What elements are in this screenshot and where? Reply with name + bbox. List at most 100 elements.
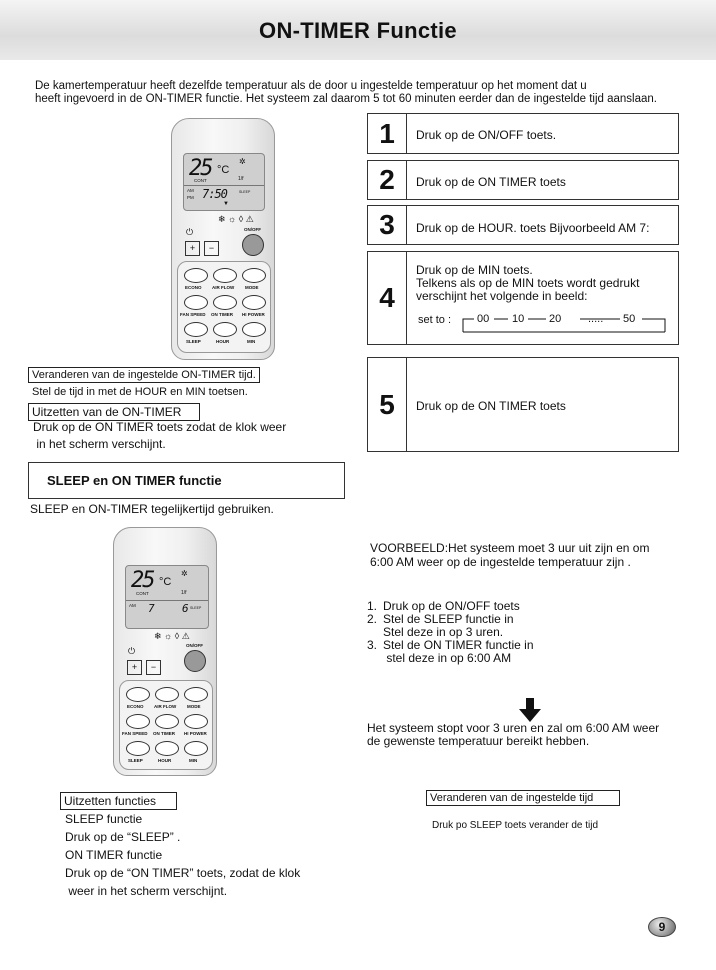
change-time-text: Stel de tijd in met de HOUR en MIN toets…: [32, 386, 248, 398]
example-line-1: VOORBEELD:Het systeem moet 3 uur uit zij…: [370, 541, 650, 555]
example-line-2: 6:00 AM weer op de ingestelde temperatuu…: [370, 555, 631, 569]
arrow-down-icon: ▼: [223, 201, 229, 207]
display-cont: CONT: [194, 178, 207, 183]
sleep-label: SLEEP: [128, 758, 143, 763]
display-unit: °C: [159, 576, 172, 588]
hour-label: HOUR: [216, 339, 230, 344]
display-sleep-label: SLEEP: [239, 190, 251, 194]
step-number: 4: [368, 252, 407, 344]
display-temperature: 25: [189, 156, 213, 181]
on-timer-label: ON TIMER: [211, 312, 233, 317]
cancel-line-2: in het scherm verschijnt.: [33, 437, 166, 451]
remote-control-image-1: 25 °C CONT ✲ 1/f AM PM 7:50 SLEEP ▼ ❄ ☼ …: [171, 118, 275, 360]
display-ratio: 1/f: [238, 176, 244, 182]
power-icon: ⏻: [128, 646, 136, 656]
on-off-button: [242, 234, 264, 256]
page-header: ON-TIMER Functie: [0, 0, 716, 60]
timer-value-20: 20: [549, 313, 562, 325]
step-text: Druk op de HOUR. toets Bijvoorbeeld AM 7…: [416, 221, 650, 235]
hi-power-label: HI POWER: [184, 731, 207, 736]
display-pm: PM: [187, 195, 194, 200]
display-unit: °C: [217, 164, 230, 176]
example-result: Het systeem stopt voor 3 uren en zal om …: [367, 722, 659, 748]
remote-display: 25 °C CONT ✲ 1/f AM PM 7:50 SLEEP ▼: [183, 153, 265, 211]
intro-line-2: heeft ingevoerd in de ON-TIMER functie. …: [35, 93, 657, 105]
timer-value-ellipsis: .....: [588, 313, 604, 325]
remote-display: 25 °C CONT ✲ 1/f AM 7 6 SLEEP: [125, 565, 209, 629]
step-4: 4 Druk op de MIN toets. Telkens als op d…: [367, 251, 679, 345]
list-item: 1. Druk op de ON/OFF toets: [367, 599, 520, 613]
change-set-time-text: Druk po SLEEP toets verander de tijd: [432, 820, 599, 831]
fan-speed-label: FAN SPEED: [180, 312, 206, 317]
page-title: ON-TIMER Functie: [259, 18, 457, 43]
timer-value-10: 10: [512, 313, 525, 325]
example-text: VOORBEELD:Het systeem moet 3 uur uit zij…: [370, 541, 649, 569]
power-icon: ⏻: [186, 227, 194, 237]
temp-down-button: −: [204, 241, 219, 256]
remote-button-panel: ECONO AIR FLOW MODE FAN SPEED ON TIMER H…: [119, 680, 213, 770]
display-hours: 7: [148, 602, 155, 615]
hour-label: HOUR: [158, 758, 172, 763]
step-1: 1 Druk op de ON/OFF toets.: [367, 113, 679, 154]
hi-power-label: HI POWER: [242, 312, 265, 317]
display-time: 7:50: [202, 187, 228, 201]
step-2: 2 Druk op de ON TIMER toets: [367, 160, 679, 200]
on-timer-label: ON TIMER: [153, 731, 175, 736]
timer-value-50: 50: [623, 313, 636, 325]
econo-label: ECONO: [185, 285, 202, 290]
display-ratio: 1/f: [181, 590, 187, 596]
result-line-1: Het systeem stopt voor 3 uren en zal om …: [367, 721, 660, 735]
step-3: 3 Druk op de HOUR. toets Bijvoorbeeld AM…: [367, 205, 679, 245]
timer-value-00: 00: [477, 313, 490, 325]
fan-speed-label: FAN SPEED: [122, 731, 148, 736]
step-number: 2: [368, 161, 407, 199]
fan-icon: ✲: [181, 569, 188, 578]
display-on-time: 6: [182, 602, 189, 615]
cancel-functions-text: SLEEP functie Druk op de “SLEEP” . ON TI…: [65, 812, 301, 898]
sleep-section-subtitle: SLEEP en ON-TIMER tegelijkertijd gebruik…: [30, 502, 274, 516]
step-text: Druk op de ON TIMER toets: [416, 399, 566, 413]
intro-text: De kamertemperatuur heeft dezelfde tempe…: [35, 80, 695, 106]
step-4-line-3: verschijnt het volgende in beeld:: [416, 289, 588, 303]
step-text: Druk op de ON TIMER toets: [416, 175, 566, 189]
mode-label: MODE: [245, 285, 259, 290]
result-line-2: de gewenste temperatuur bereikt hebben.: [367, 734, 590, 748]
cancel-label: Uitzetten van de ON-TIMER: [28, 403, 200, 421]
step-4-line-1: Druk op de MIN toets.: [416, 263, 533, 277]
min-label: MIN: [247, 339, 256, 344]
arrow-down-icon: [519, 698, 541, 722]
air-flow-label: AIR FLOW: [154, 704, 177, 709]
cancel-functions-label: Uitzetten functies: [60, 792, 177, 810]
step-number: 5: [368, 358, 407, 451]
temp-up-button: +: [185, 241, 200, 256]
step-text: Druk op de ON/OFF toets.: [416, 128, 557, 142]
on-off-button: [184, 650, 206, 672]
page-number: 9: [658, 920, 666, 934]
sleep-section-title: SLEEP en ON TIMER functie: [47, 473, 222, 488]
page-number-badge: 9: [648, 917, 676, 937]
on-off-label: ON/OFF: [186, 643, 203, 648]
set-to-label: set to :: [418, 314, 452, 326]
step-number: 3: [368, 206, 407, 244]
sleep-section-box: SLEEP en ON TIMER functie: [28, 462, 345, 499]
change-time-label: Veranderen van de ingestelde ON-TIMER ti…: [28, 367, 260, 383]
on-off-label: ON/OFF: [244, 227, 261, 232]
timer-sequence-diagram: [462, 318, 666, 333]
temp-up-button: +: [127, 660, 142, 675]
min-label: MIN: [189, 758, 198, 763]
fan-icon: ✲: [239, 157, 246, 166]
example-list: 1. Druk op de ON/OFF toets 2. Stel de SL…: [367, 600, 534, 665]
cancel-line-1: Druk op de ON TIMER toets zodat de klok …: [33, 420, 287, 434]
display-am: AM: [129, 603, 136, 608]
intro-line-1: De kamertemperatuur heeft dezelfde tempe…: [35, 80, 587, 92]
list-item: 3. Stel de ON TIMER functie in stel deze…: [367, 638, 534, 665]
mode-icons: ❄ ☼ ◊ ⚠: [154, 631, 190, 641]
temp-down-button: −: [146, 660, 161, 675]
list-item: 2. Stel de SLEEP functie in Stel deze in…: [367, 612, 514, 639]
remote-control-image-2: 25 °C CONT ✲ 1/f AM 7 6 SLEEP ❄ ☼ ◊ ⚠ ⏻ …: [113, 527, 217, 776]
mode-label: MODE: [187, 704, 201, 709]
display-sleep-label: SLEEP: [190, 606, 202, 610]
mode-icons: ❄ ☼ ◊ ⚠: [218, 214, 254, 224]
display-am: AM: [187, 188, 194, 193]
step-4-line-2: Telkens als op de MIN toets wordt gedruk…: [416, 276, 640, 290]
